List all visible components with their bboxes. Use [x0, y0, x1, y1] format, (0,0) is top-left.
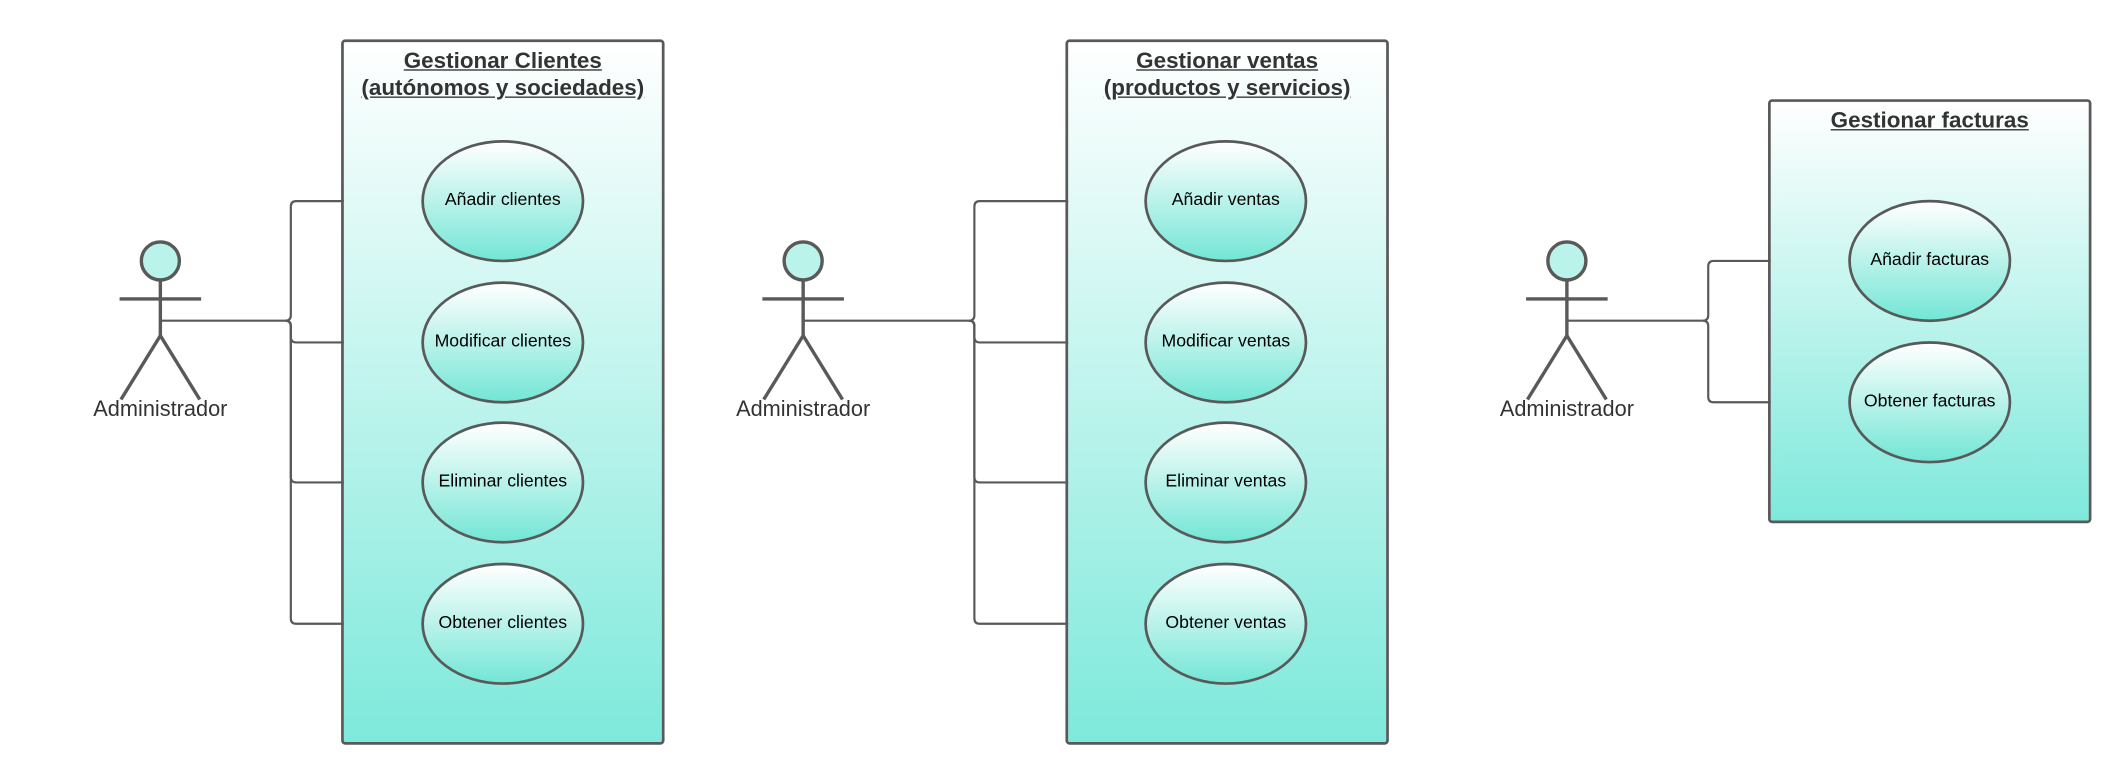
boundary-title: Gestionar Clientes (autónomos y sociedad… — [344, 48, 662, 102]
boundary-title-line2: (productos y servicios) — [1103, 76, 1351, 101]
usecase-label: Obtener clientes — [438, 611, 568, 632]
usecase-label: Obtener ventas — [1165, 611, 1287, 632]
usecase-label: Obtener facturas — [1863, 390, 1996, 411]
actor-right-leg — [1565, 334, 1608, 401]
boundary-title-line2: (autónomos y sociedades) — [361, 76, 645, 101]
connector-arrow — [1702, 319, 1847, 411]
actor-head — [782, 240, 824, 282]
usecase-label: Eliminar clientes — [438, 470, 568, 491]
actor-left-leg — [1526, 334, 1569, 401]
usecase-anadir-ventas[interactable]: Añadir ventas — [1144, 139, 1308, 263]
boundary-title-line1: Gestionar facturas — [1830, 108, 2029, 134]
boundary-title-line1: Gestionar ventas — [1136, 48, 1319, 74]
usecase-obtener-clientes[interactable]: Obtener clientes — [421, 562, 585, 685]
usecase-eliminar-ventas[interactable]: Eliminar ventas — [1144, 421, 1308, 544]
actor-right-leg — [801, 334, 845, 401]
usecase-anadir-clientes[interactable]: Añadir clientes — [421, 139, 585, 263]
usecase-label: Modificar ventas — [1161, 330, 1291, 351]
boundary-title: Gestionar facturas — [1771, 107, 2089, 134]
actor-label: Administrador — [93, 398, 228, 422]
usecase-obtener-ventas[interactable]: Obtener ventas — [1144, 562, 1308, 685]
actor-left-leg — [119, 334, 162, 401]
usecase-label: Modificar clientes — [434, 330, 572, 351]
actor-head — [1546, 240, 1588, 282]
usecase-label: Añadir clientes — [444, 188, 561, 210]
usecase-label: Añadir facturas — [1870, 248, 1990, 270]
actor-right-leg — [158, 334, 202, 401]
usecase-modificar-ventas[interactable]: Modificar ventas — [1144, 281, 1308, 404]
usecase-label: Añadir ventas — [1171, 188, 1280, 210]
actor-head — [139, 240, 182, 282]
usecase-anadir-facturas[interactable]: Añadir facturas — [1848, 199, 2012, 323]
connector-arrow — [968, 319, 1143, 632]
connector-arrow — [285, 319, 420, 632]
actor-label: Administrador — [1499, 398, 1634, 422]
actor-label: Administrador — [736, 398, 871, 422]
usecase-eliminar-clientes[interactable]: Eliminar clientes — [421, 421, 585, 544]
actor-left-leg — [762, 334, 805, 401]
usecase-label: Eliminar ventas — [1165, 470, 1287, 491]
usecase-modificar-clientes[interactable]: Modificar clientes — [421, 281, 585, 404]
boundary-title: Gestionar ventas (productos y servicios) — [1068, 48, 1386, 102]
boundary-title-line1: Gestionar Clientes — [403, 48, 602, 74]
usecase-obtener-facturas[interactable]: Obtener facturas — [1848, 341, 2012, 464]
